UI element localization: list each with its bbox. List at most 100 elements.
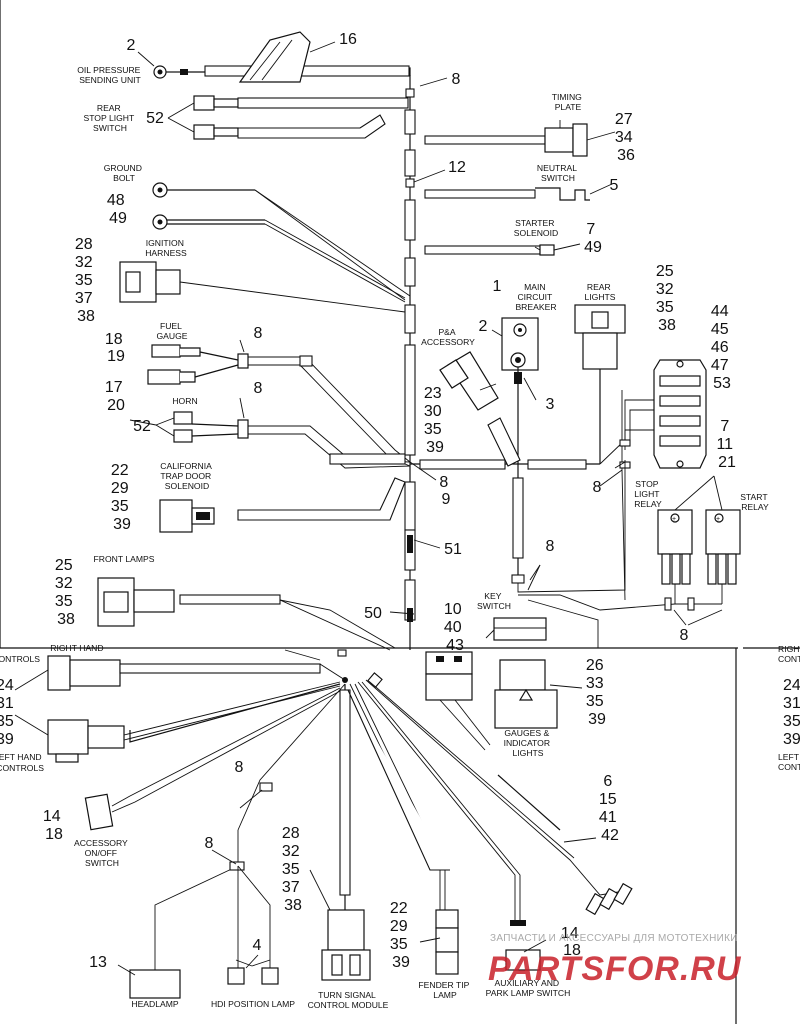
start-relay-label: START RELAY bbox=[740, 492, 770, 512]
pa-accessory-connector bbox=[439, 351, 521, 467]
fender-tip-label: FENDER TIP LAMP bbox=[418, 980, 471, 1000]
rear-stop-light-switch bbox=[167, 95, 409, 140]
lower-harness bbox=[14, 649, 633, 999]
callout-turn-signal: 28 32 35 37 38 bbox=[282, 825, 304, 914]
svg-text:+: + bbox=[716, 516, 720, 523]
watermark: ЗАПЧАСТИ И АКСЕССУАРЫ ДЛЯ МОТОТЕХНИКИ PA… bbox=[488, 933, 742, 988]
callout-rear-tie: 8 bbox=[593, 479, 602, 496]
pa-accessory-label: P&A ACCESSORY bbox=[421, 327, 475, 347]
stop-light-relay-label: STOP LIGHT RELAY bbox=[634, 479, 662, 509]
callout-key-switch: 10 40 43 bbox=[444, 601, 466, 654]
horn-label: HORN bbox=[172, 396, 197, 406]
callout-auxiliary: 14 18 bbox=[561, 925, 583, 959]
callout-fuel-gauge-a: 18 19 bbox=[105, 331, 127, 365]
rear-stop-light-switch-label: REAR STOP LIGHT SWITCH bbox=[83, 103, 136, 133]
callout-fuel-gauge-tie: 8 bbox=[254, 325, 263, 342]
callout-ignition-harness: 28 32 35 37 38 bbox=[75, 236, 97, 325]
callout-fender-tip: 22 29 35 39 bbox=[390, 900, 412, 971]
callout-right-hand-controls: 24 31 35 39 bbox=[0, 677, 18, 748]
callout-main-breaker-3: 3 bbox=[546, 396, 555, 413]
callout-horn: 52 bbox=[133, 418, 151, 435]
callout-fuel-gauge-b: 17 20 bbox=[105, 379, 127, 414]
callout-oil-pressure: 2 bbox=[127, 37, 136, 54]
rear-lights-connector bbox=[574, 304, 626, 465]
callout-leaders bbox=[117, 51, 723, 976]
callout-relay-tie: 8 bbox=[680, 627, 689, 644]
rear-lights-label: REAR LIGHTS bbox=[584, 282, 615, 302]
watermark-logo: PARTSFOR.RU bbox=[488, 950, 742, 988]
callout-relay-block: 44 45 46 47 53 bbox=[711, 303, 733, 392]
main-circuit-breaker bbox=[491, 317, 539, 580]
callout-starter-solenoid: 7 49 bbox=[584, 221, 602, 256]
callout-stop-light-relay: 7 11 21 bbox=[716, 418, 737, 471]
california-label: CALIFORNIA TRAP DOOR SOLENOID bbox=[160, 461, 214, 491]
main-circuit-breaker-label: MAIN CIRCUIT BREAKER bbox=[515, 282, 556, 312]
callout-gauges: 26 33 35 39 bbox=[586, 657, 608, 728]
watermark-tagline: ЗАПЧАСТИ И АКСЕССУАРЫ ДЛЯ МОТОТЕХНИКИ bbox=[490, 933, 738, 944]
callout-main-breaker-2: 2 bbox=[479, 318, 488, 335]
relay-fuse-block bbox=[619, 359, 707, 601]
callout-headlamp-tie: 8 bbox=[205, 835, 214, 852]
timing-plate-label: TIMING PLATE bbox=[552, 92, 584, 112]
callout-aux-lead: 6 15 41 42 bbox=[599, 773, 621, 844]
timing-plate-connector bbox=[424, 120, 616, 157]
callout-front-tie: 8 bbox=[235, 759, 244, 776]
california-solenoid bbox=[159, 477, 406, 533]
callout-right-edge: 24 31 35 39 bbox=[783, 677, 800, 748]
callout-harness-mid: 12 bbox=[448, 159, 466, 176]
right-hand-controls-label: RIGHT HAND CONTROLS bbox=[0, 643, 106, 664]
callout-main-breaker-1: 1 bbox=[493, 278, 502, 295]
harness-junction bbox=[409, 459, 600, 481]
hdi-position-lamp-label: HDI POSITION LAMP bbox=[211, 999, 295, 1009]
fuel-gauge-connectors bbox=[147, 344, 411, 467]
callout-pa-accessory: 23 30 35 39 bbox=[424, 385, 446, 456]
neutral-switch bbox=[424, 183, 613, 201]
fuel-gauge-label: FUEL GAUGE bbox=[156, 321, 187, 341]
starter-solenoid bbox=[424, 243, 581, 256]
horn-connectors bbox=[155, 411, 411, 469]
start-relay: + bbox=[674, 475, 741, 604]
turn-signal-label: TURN SIGNAL CONTROL MODULE bbox=[308, 990, 389, 1010]
callout-accessory-switch: 14 18 bbox=[43, 808, 65, 843]
key-switch-label: KEY SWITCH bbox=[477, 591, 511, 611]
callout-harness-50: 50 bbox=[364, 605, 382, 622]
oil-pressure-sending-unit bbox=[153, 31, 411, 83]
callout-timing-plate: 27 34 36 bbox=[615, 111, 637, 164]
front-lamps-label: FRONT LAMPS bbox=[94, 554, 155, 564]
callout-neutral-switch: 5 bbox=[610, 177, 619, 194]
callout-headlamp: 13 bbox=[89, 954, 107, 971]
front-lamps-connector bbox=[97, 577, 396, 651]
component-labels: OIL PRESSURE SENDING UNIT REAR STOP LIGH… bbox=[0, 65, 800, 1010]
callout-front-lamps: 25 32 35 38 bbox=[55, 557, 77, 628]
callout-rear-lights: 25 32 35 38 bbox=[656, 263, 678, 334]
callout-harness-top: 8 bbox=[452, 71, 461, 88]
callout-ground-bolt: 48 49 bbox=[107, 192, 129, 227]
key-switch bbox=[493, 460, 722, 648]
auxiliary-label: AUXILIARY AND PARK LAMP SWITCH bbox=[486, 978, 571, 998]
ignition-harness-label: IGNITION HARNESS bbox=[145, 238, 187, 258]
gauges-label: GAUGES & INDICATOR LIGHTS bbox=[504, 728, 553, 758]
svg-text:+: + bbox=[672, 516, 676, 523]
left-hand-controls-label: LEFT HAND CONTROLS bbox=[0, 752, 44, 773]
right-edge-controls-label: RIGHT HAND CONTROLS bbox=[778, 644, 800, 664]
main-harness-trunk bbox=[404, 75, 416, 650]
accessory-switch-label: ACCESSORY ON/OFF SWITCH bbox=[74, 838, 130, 868]
ground-bolt bbox=[152, 182, 411, 303]
left-edge-controls-label: LEFT HAND CONTROLS bbox=[778, 752, 800, 772]
stop-light-relay: + bbox=[657, 509, 693, 604]
neutral-switch-label: NEUTRAL SWITCH bbox=[537, 163, 579, 183]
callout-harness-51: 51 bbox=[444, 541, 462, 558]
callout-horn-tie: 8 bbox=[254, 380, 263, 397]
part-number-callouts: 2 16 8 52 27 34 36 12 5 48 49 7 49 28 32… bbox=[0, 31, 800, 971]
starter-solenoid-label: STARTER SOLENOID bbox=[514, 218, 558, 238]
oil-pressure-label: OIL PRESSURE SENDING UNIT bbox=[77, 65, 143, 85]
callout-key-tie: 8 bbox=[546, 538, 555, 555]
callout-california: 22 29 35 39 bbox=[111, 462, 133, 533]
ground-bolt-label: GROUND BOLT bbox=[104, 163, 145, 183]
callout-harness-cover: 16 bbox=[339, 31, 357, 48]
headlamp-label: HEADLAMP bbox=[131, 999, 179, 1009]
callout-rear-stop-light-switch: 52 bbox=[146, 110, 164, 127]
callout-hdi-position-lamp: 4 bbox=[253, 937, 262, 954]
